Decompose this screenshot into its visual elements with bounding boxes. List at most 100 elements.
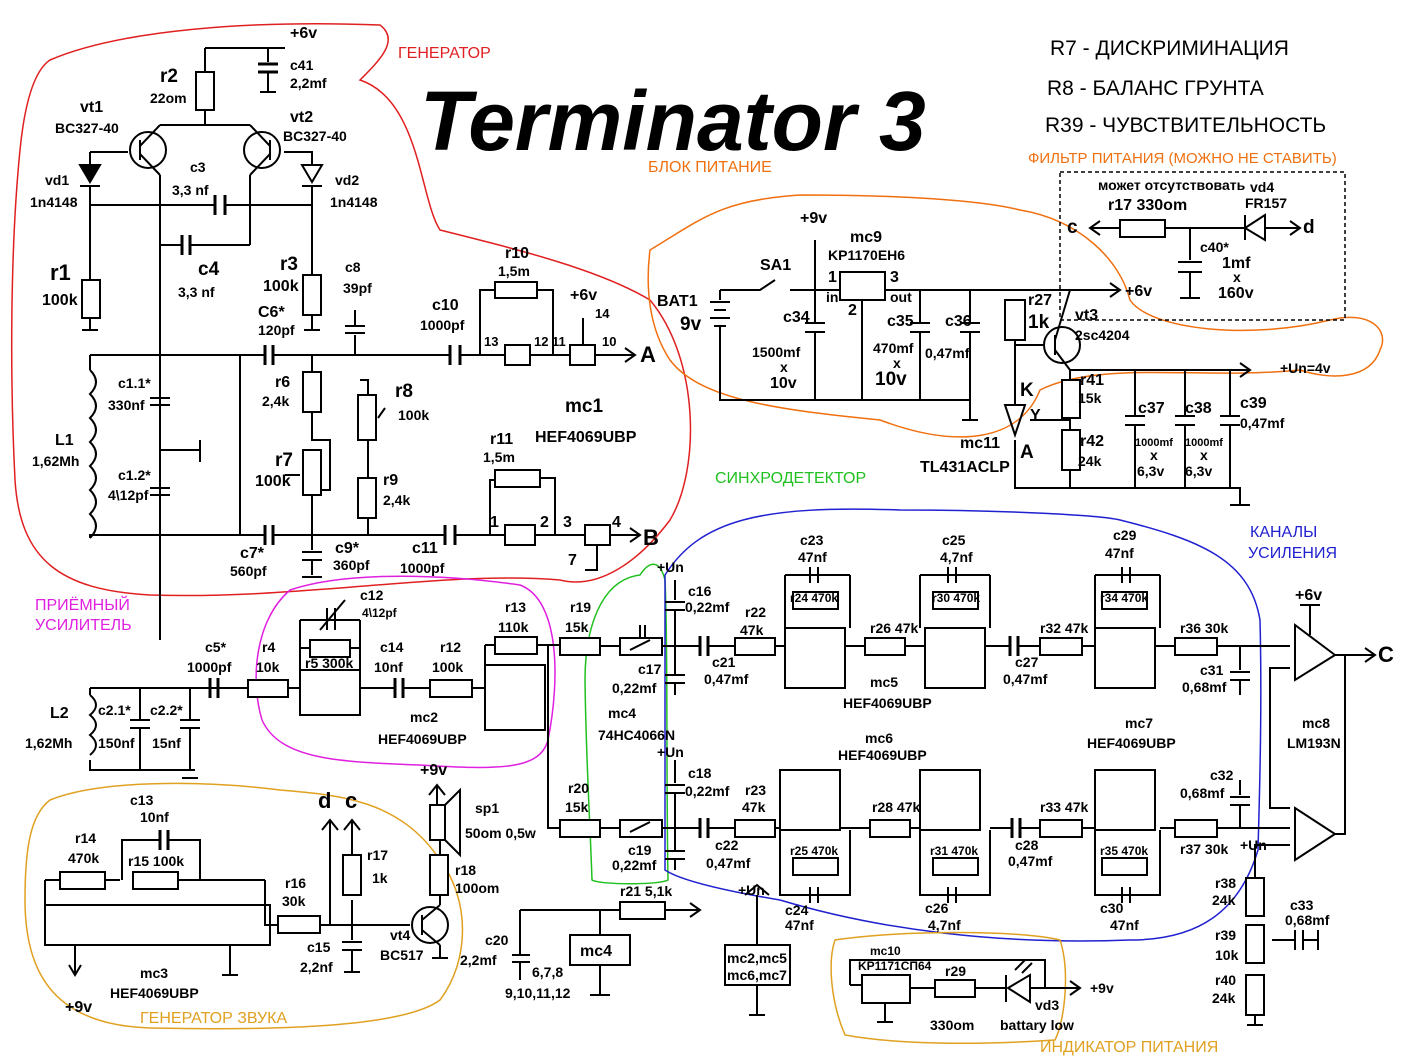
mc10-chip	[861, 974, 911, 1004]
lbl: 4\12pf	[362, 606, 398, 620]
lbl: c29	[1113, 527, 1137, 543]
lbl: mc7	[1125, 715, 1153, 731]
lbl: c17	[638, 661, 662, 677]
lbl: 6,3v	[1137, 463, 1164, 479]
lbl: 10	[602, 334, 616, 349]
lbl: x	[1150, 447, 1158, 463]
lbl: r6	[275, 374, 290, 391]
lbl: 7	[568, 552, 577, 569]
lbl: 10k	[1215, 947, 1239, 963]
r31	[932, 857, 979, 876]
lbl: c	[345, 788, 357, 813]
mc-group-power	[724, 944, 791, 986]
lbl: 24k	[1212, 892, 1236, 908]
lbl: mc2,mc5	[727, 950, 787, 966]
lbl: L2	[50, 705, 69, 722]
lbl: c27	[1015, 654, 1039, 670]
vd1-symbol	[78, 164, 102, 184]
lbl: r3	[280, 254, 298, 275]
lbl: r26 47k	[870, 620, 918, 636]
lbl: HEF4069UBP	[378, 731, 467, 747]
lbl: 3,3 nf	[178, 284, 215, 300]
lbl: 15nf	[152, 735, 181, 751]
power-dist	[512, 883, 791, 1016]
block-channels-2: УСИЛЕНИЯ	[1248, 545, 1337, 562]
block-power: БЛОК ПИТАНИЕ	[648, 159, 772, 176]
lbl: 470mf	[873, 340, 914, 356]
lbl: c7*	[240, 545, 265, 562]
lbl: vd3	[1035, 997, 1059, 1013]
lbl: 100k	[255, 473, 291, 490]
lbl: 1,5m	[483, 449, 515, 465]
lbl: c41	[290, 57, 314, 73]
lbl: 160v	[1218, 285, 1254, 302]
generator-section	[78, 47, 642, 640]
lbl: 1000pf	[400, 560, 445, 576]
lbl: 1,5m	[498, 263, 530, 279]
lbl: r1	[50, 260, 71, 285]
lbl: 47nf	[785, 917, 814, 933]
lbl: 9,10,11,12	[505, 985, 571, 1001]
lbl: c15	[307, 939, 331, 955]
lbl: 0,47mf	[704, 671, 749, 687]
lbl: mc8	[1302, 715, 1330, 731]
block-receiver-2: УСИЛИТЕЛЬ	[35, 617, 132, 634]
lbl: r14	[75, 830, 96, 846]
note-r39: R39 - ЧУВСТВИТЕЛЬНОСТЬ	[1045, 114, 1326, 137]
lbl: r22	[745, 604, 766, 620]
vt4-symbol	[411, 906, 449, 944]
lbl: TL431ACLP	[920, 459, 1010, 476]
lbl: +9v	[420, 762, 447, 779]
lbl: Y	[1030, 407, 1041, 424]
lbl: B	[643, 525, 659, 550]
mc8-comparator-b	[1294, 806, 1337, 862]
lbl: +Un	[738, 882, 765, 898]
lbl: 11	[552, 334, 566, 349]
lbl: 330om	[930, 1017, 974, 1033]
block-sync: СИНХРОДЕТЕКТОР	[715, 470, 866, 487]
lbl: SA1	[760, 257, 791, 274]
sound-outline	[24, 782, 464, 1030]
lbl: 100k	[432, 659, 463, 675]
lbl: r12	[440, 639, 461, 655]
lbl: 1k	[372, 870, 388, 886]
lbl: vt1	[80, 99, 103, 116]
mc2-gate-a	[299, 669, 361, 716]
lbl: c25	[942, 532, 966, 548]
channels-section	[698, 567, 1377, 1026]
lbl: 47nf	[1110, 917, 1139, 933]
r5	[309, 639, 351, 658]
lbl: 30k	[282, 893, 306, 909]
lbl: LM193N	[1287, 735, 1341, 751]
lbl: 0,22mf	[685, 599, 730, 615]
block-generator: ГЕНЕРАТОР	[398, 45, 491, 62]
lbl: c18	[688, 765, 712, 781]
lbl: 1500mf	[752, 344, 801, 360]
r24	[792, 591, 839, 610]
generator-outline	[10, 23, 692, 597]
lbl: 2	[848, 302, 857, 319]
lbl: HEF4069UBP	[535, 429, 637, 446]
lbl: +9v	[1090, 980, 1114, 996]
lbl: 2,2mf	[460, 952, 497, 968]
lbl: 15k	[565, 799, 589, 815]
r30	[932, 591, 979, 610]
block-outlines	[10, 23, 1384, 1045]
L1-coil	[88, 369, 97, 539]
lbl: 0,22mf	[612, 857, 657, 873]
lbl: 47nf	[798, 549, 827, 565]
lbl: c2.2*	[150, 702, 183, 718]
lbl: c24	[785, 902, 809, 918]
lbl: 4,7nf	[940, 549, 973, 565]
lbl: 0,47mf	[1240, 415, 1285, 431]
lbl: KP1170EH6	[828, 247, 905, 263]
vt3-symbol	[1043, 326, 1081, 364]
lbl: 1000pf	[187, 659, 232, 675]
lbl: 50om 0,5w	[465, 825, 536, 841]
lbl: r17 330om	[1108, 197, 1187, 214]
lbl: r32 47k	[1040, 620, 1088, 636]
lbl: c22	[715, 837, 739, 853]
lbl: r4	[262, 639, 275, 655]
lbl: r20	[568, 780, 589, 796]
